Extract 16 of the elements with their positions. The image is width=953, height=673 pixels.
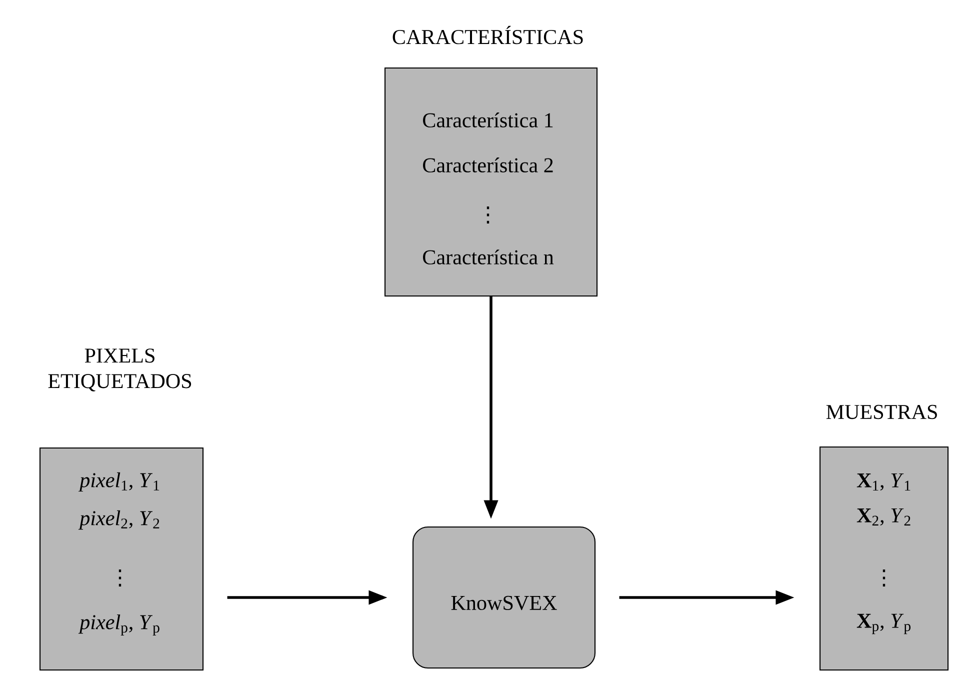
item-text: X$_{2}$, Y$_{2}$ <box>856 508 910 526</box>
item-text: pixel$_{1}$, Y$_{1}$ <box>78 472 160 492</box>
item-text: X$_{p}$, Y$_{p}$ <box>856 614 910 634</box>
item-text: Característica n <box>423 250 554 264</box>
heading: MUESTRAS <box>826 404 937 420</box>
item-text: pixel$_{p}$, Y$_{p}$ <box>78 614 160 636</box>
item-text: Característica 1 <box>423 112 553 128</box>
item-text: X$_{1}$, Y$_{1}$ <box>856 473 910 491</box>
item-text: pixel$_{2}$, Y$_{2}$ <box>78 510 160 530</box>
vertical-dots: ⋮ <box>486 206 490 224</box>
vertical-dots: ⋮ <box>882 569 886 587</box>
heading: CARACTERÍSTICAS <box>392 26 583 44</box>
item-text: KnowSVEX <box>451 596 557 610</box>
item-text: Característica 2 <box>423 158 553 172</box>
vertical-dots: ⋮ <box>118 569 122 587</box>
heading: PIXELS ETIQUETADOS <box>48 348 192 392</box>
